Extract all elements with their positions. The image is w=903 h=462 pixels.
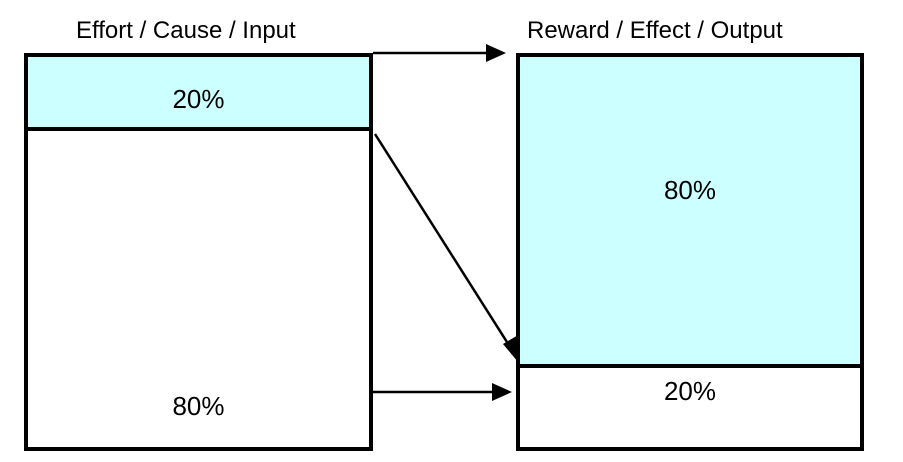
output-bottom-label: 20% <box>663 376 717 406</box>
bottom-arrowhead <box>492 383 512 401</box>
input-top-section: 20% <box>28 57 369 131</box>
right-column-title: Reward / Effect / Output <box>527 17 783 44</box>
output-box: 80% 20% <box>516 53 864 451</box>
diagonal-arrow <box>373 133 514 351</box>
output-bottom-section: 20% <box>520 372 860 447</box>
input-top-label: 20% <box>172 83 225 114</box>
input-bottom-label: 80% <box>172 390 225 421</box>
input-bottom-section: 80% <box>28 135 369 447</box>
output-top-label: 80% <box>663 175 717 205</box>
top-arrowhead <box>486 44 506 62</box>
input-box: 20% 80% <box>24 53 373 451</box>
output-top-section: 80% <box>520 57 860 368</box>
left-column-title: Effort / Cause / Input <box>76 17 296 44</box>
